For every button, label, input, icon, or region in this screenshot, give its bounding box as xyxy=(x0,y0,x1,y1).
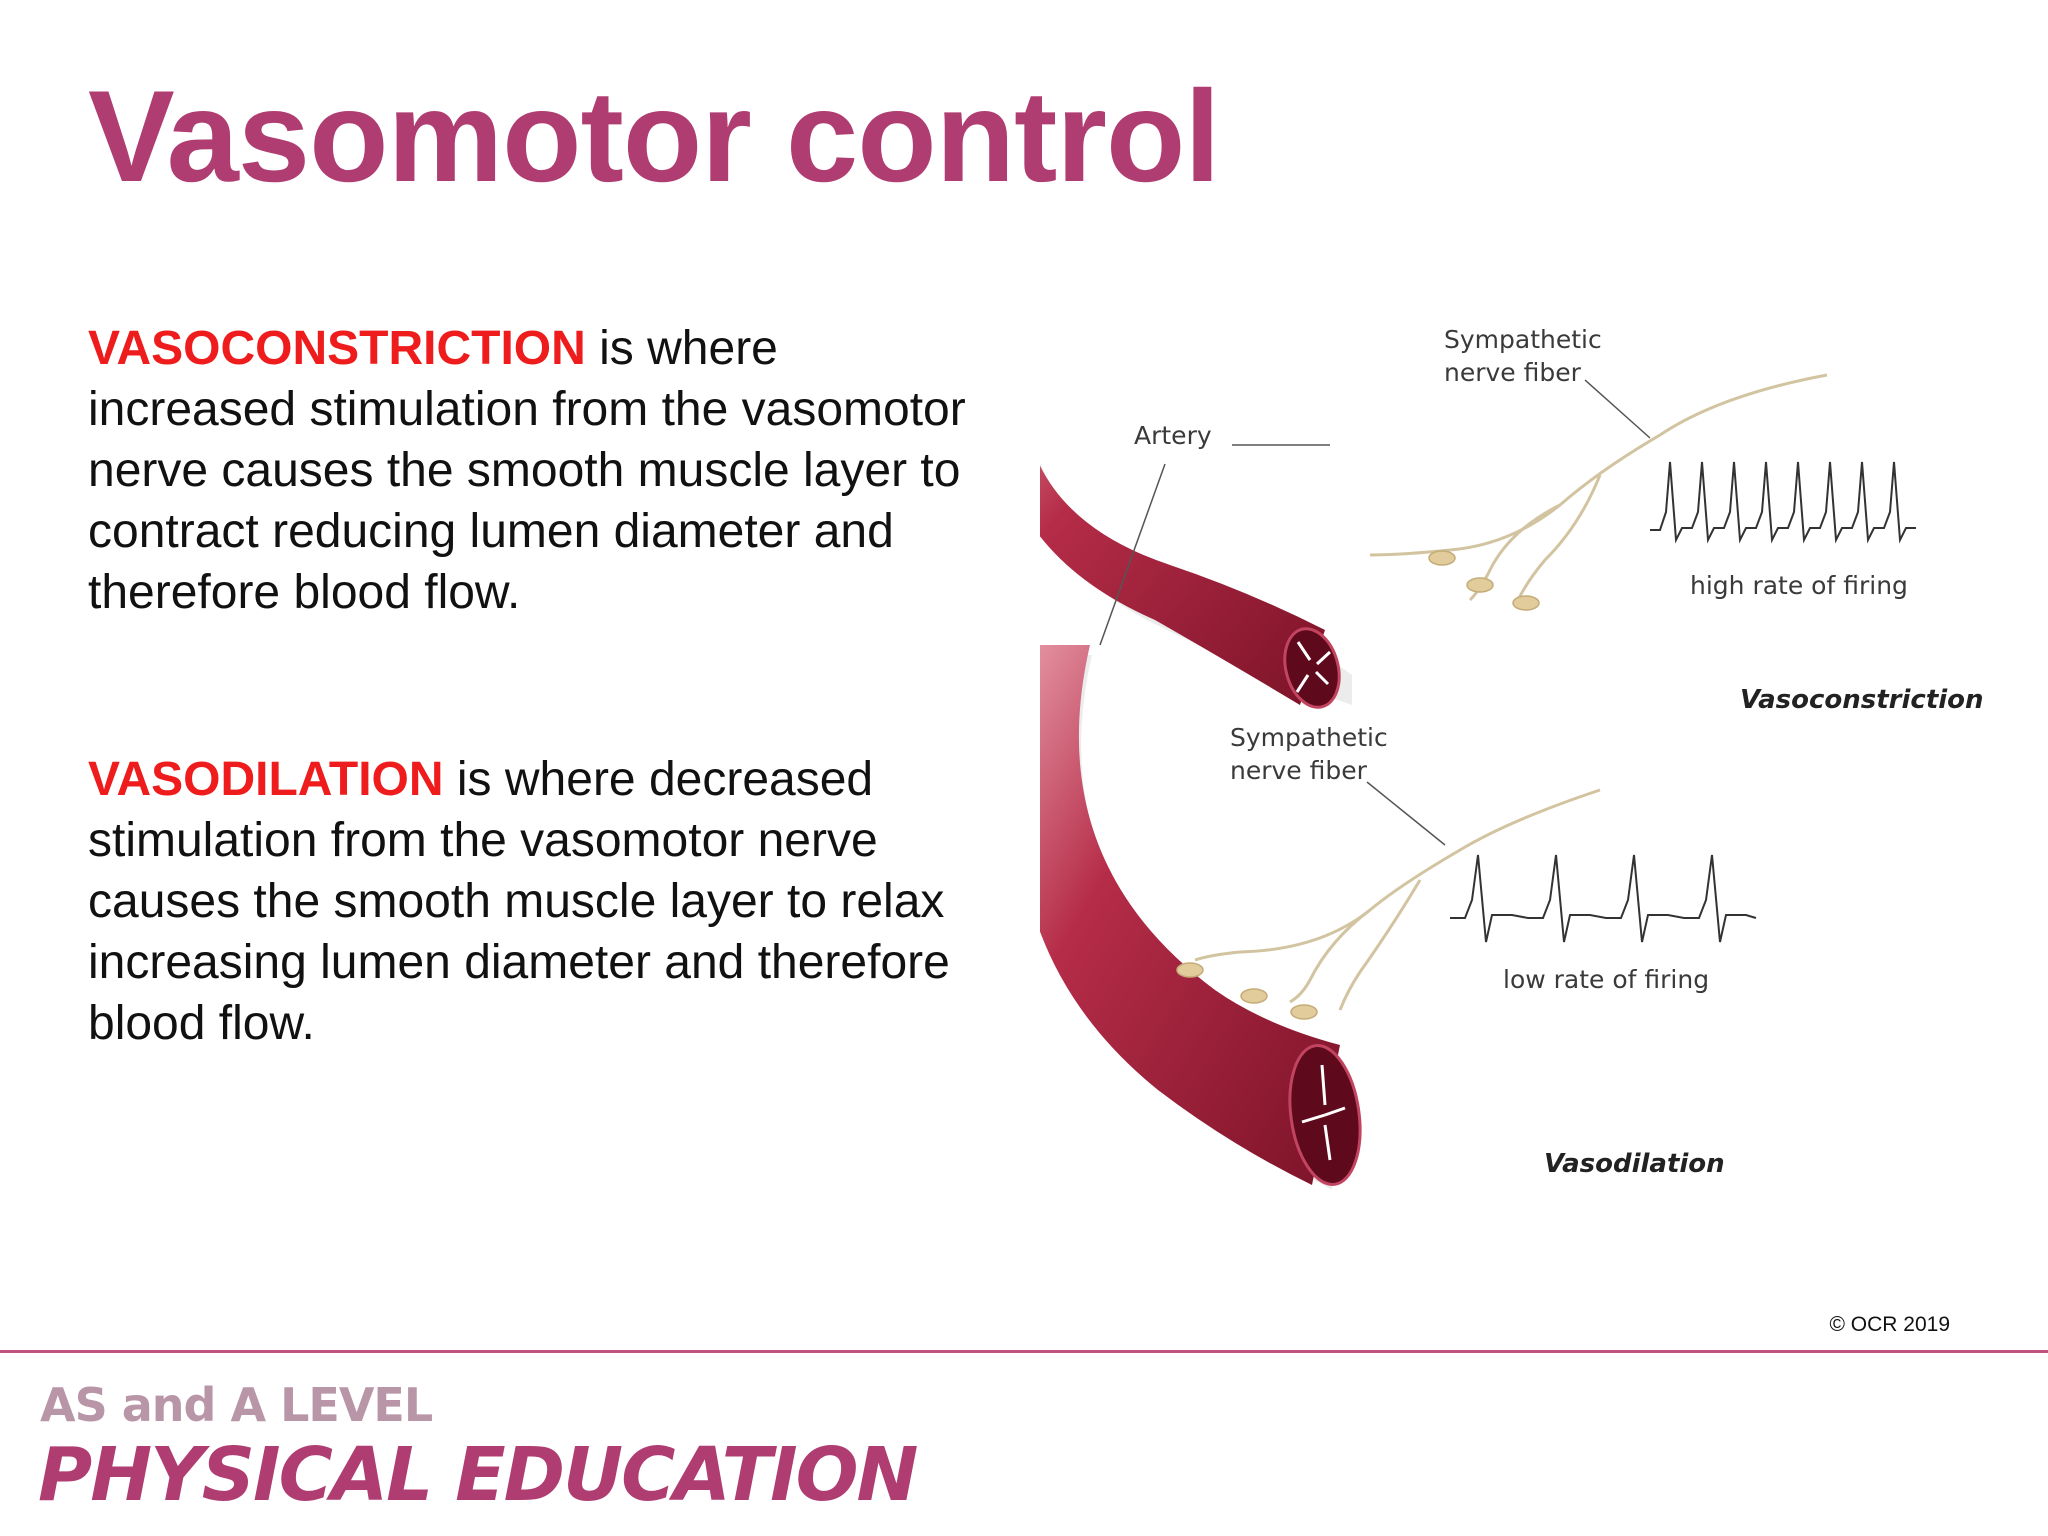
upper-nerve-fiber xyxy=(1369,373,1828,602)
low-rate-label: low rate of firing xyxy=(1503,965,1709,994)
slide-title: Vasomotor control xyxy=(88,63,1220,209)
constriction-arrows xyxy=(1295,641,1332,693)
vasodilation-text: is where decreased stimulation from the … xyxy=(88,753,950,1050)
lower-nerve-leader xyxy=(1366,781,1446,846)
low-rate-firing-trace xyxy=(1450,854,1757,943)
dilation-arrows xyxy=(1301,1064,1346,1161)
footer-subject-text: PHYSICAL EDUCATION xyxy=(38,1432,918,1518)
vasoconstriction-text: is where increased stimulation from the … xyxy=(88,322,966,619)
constricted-artery xyxy=(1040,462,1352,709)
constricted-artery-body xyxy=(1040,465,1325,705)
vasodilation-label: Vasodilation xyxy=(1544,1149,1725,1179)
vasoconstriction-term: VASOCONSTRICTION xyxy=(88,322,586,375)
lower-nerve-fiber xyxy=(1194,788,1601,1011)
upper-nerve-terminals xyxy=(1428,550,1540,611)
vasodilation-paragraph: VASODILATION is where decreased stimulat… xyxy=(88,749,968,1054)
footer-level-text: AS and A LEVEL xyxy=(40,1378,433,1432)
footer-band xyxy=(0,1353,2048,1536)
lower-nerve-terminals xyxy=(1176,962,1318,1020)
high-rate-firing-trace xyxy=(1650,461,1916,544)
upper-nerve-label-line1: Sympathetic xyxy=(1444,325,1602,354)
dilated-artery xyxy=(1040,645,1362,1190)
upper-nerve-leader xyxy=(1584,379,1651,439)
footer-divider xyxy=(0,1350,2048,1353)
vasoconstriction-paragraph: VASOCONSTRICTION is where increased stim… xyxy=(88,318,968,623)
dilated-artery-body xyxy=(1040,645,1340,1185)
upper-nerve-label-line2: nerve fiber xyxy=(1444,358,1582,387)
artery-label: Artery xyxy=(1134,421,1212,450)
lower-nerve-label-line1: Sympathetic xyxy=(1230,723,1388,752)
vasoconstriction-label: Vasoconstriction xyxy=(1740,685,1984,715)
vasodilation-term: VASODILATION xyxy=(88,753,444,806)
lower-nerve-label-line2: nerve fiber xyxy=(1230,756,1368,785)
artery-leader-lower xyxy=(1099,463,1166,646)
copyright-notice: © OCR 2019 xyxy=(1829,1313,1950,1336)
vasomotor-diagram: Sympathetic nerve fiber Artery high rate… xyxy=(1040,325,1984,1190)
high-rate-label: high rate of firing xyxy=(1690,571,1908,600)
